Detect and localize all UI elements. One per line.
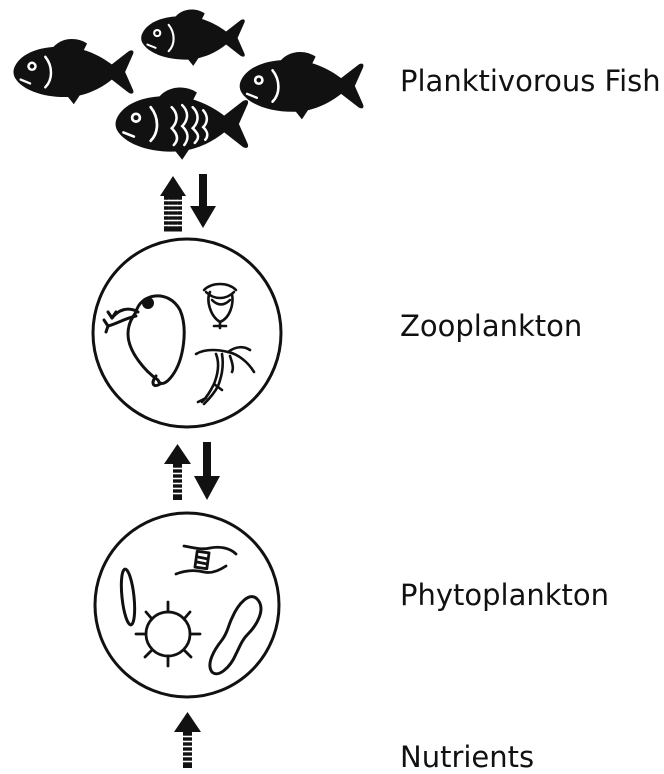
bottom-up-arrow (164, 444, 191, 500)
top-down-arrow (194, 442, 220, 500)
fish-icon (141, 10, 245, 66)
fish-icon (116, 88, 249, 160)
fish-icon (13, 39, 133, 104)
fish-group (13, 10, 363, 160)
zooplankton-label: Zooplankton (400, 312, 582, 341)
fish-label: Planktivorous Fish (400, 67, 661, 96)
phytoplankton-circle (95, 513, 279, 697)
bottom-up-arrow (160, 176, 186, 230)
nutrients-label: Nutrients (400, 743, 534, 772)
top-down-arrow (190, 174, 216, 228)
bottom-up-arrow (174, 712, 201, 768)
fish-icon (240, 52, 364, 119)
phytoplankton-label: Phytoplankton (400, 581, 609, 610)
zooplankton-circle (93, 239, 281, 427)
